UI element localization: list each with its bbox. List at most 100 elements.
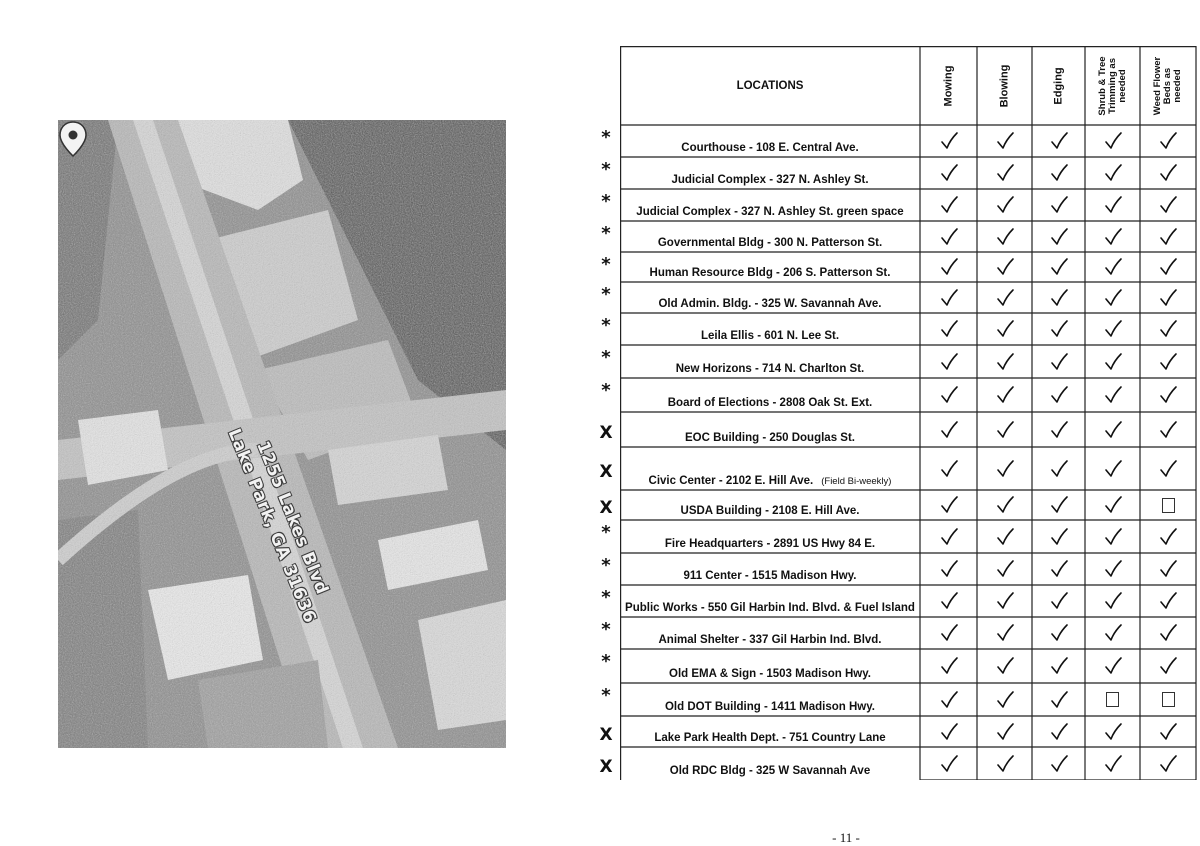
checkmark-icon (940, 288, 958, 306)
service-cell-shrub (1085, 345, 1140, 378)
location-name: Civic Center - 2102 E. Hill Ave. (648, 475, 814, 487)
checkmark-icon (940, 496, 958, 513)
checkmark-icon (940, 690, 958, 708)
location-name: Courthouse (681, 142, 746, 154)
asterisk-marker: * (601, 159, 611, 180)
location-text: Courthouse - 108 E. Central Ave. (681, 142, 858, 154)
location-name: Governmental Bldg - 300 N. Patterson St. (657, 237, 883, 249)
checkmark-icon (1104, 320, 1122, 337)
checkmark-icon (1050, 320, 1068, 337)
checkmark-icon (1160, 754, 1177, 772)
asterisk-marker: * (601, 619, 611, 640)
location-text: Board of Elections - 2808 Oak St. Ext. (668, 397, 873, 409)
service-cell-mowing (920, 189, 977, 221)
service-cell-weed (1140, 490, 1196, 520)
checkmark-icon (1160, 227, 1177, 245)
checkmark-icon (940, 196, 958, 213)
service-cell-blowing (977, 378, 1032, 412)
service-cell-weed (1140, 125, 1196, 157)
service-cell-edging (1032, 649, 1085, 683)
location-text: Governmental Bldg - 300 N. Patterson St. (658, 237, 882, 249)
service-cell-blowing (977, 617, 1032, 649)
service-cell-shrub (1085, 553, 1140, 585)
location-address: - 108 E. Central Ave. (745, 142, 859, 154)
checkmark-icon (1050, 386, 1068, 403)
checkmark-icon (996, 624, 1014, 641)
service-cell-mowing (920, 252, 977, 282)
checkmark-icon (1050, 196, 1068, 213)
locations-header: LOCATIONS (736, 79, 804, 92)
service-cell-edging (1032, 520, 1085, 553)
location-text: Judicial Complex - 327 N. Ashley St. (671, 174, 868, 186)
location-note: (Field Bi-weekly) (821, 476, 892, 487)
service-cell-blowing (977, 585, 1032, 617)
checkmark-icon (940, 459, 958, 477)
service-cell-blowing (977, 716, 1032, 747)
service-cell-edging (1032, 157, 1085, 189)
service-cell-blowing (977, 189, 1032, 221)
location-name: Lake Park Health Dept. - 751 Country Lan… (654, 732, 886, 744)
service-cell-mowing (920, 683, 977, 716)
checkmark-icon (1160, 352, 1177, 370)
service-cell-weed (1140, 585, 1196, 617)
asterisk-marker: * (601, 315, 611, 336)
checkmark-icon (996, 754, 1014, 772)
location-text: Human Resource Bldg - 206 S. Patterson S… (650, 267, 891, 279)
map-pin-icon (59, 121, 87, 158)
service-cell-weed (1140, 716, 1196, 747)
service-cell-weed (1140, 313, 1196, 345)
table-grid-lines (620, 46, 1197, 780)
location-text: USDA Building - 2108 E. Hill Ave. (681, 505, 860, 517)
location-cell: Old Admin. Bldg. - 325 W. Savannah Ave. (620, 282, 920, 313)
asterisk-marker: * (601, 555, 611, 576)
service-cell-shrub (1085, 157, 1140, 189)
checkmark-icon (1104, 527, 1122, 545)
location-cell: Governmental Bldg - 300 N. Patterson St. (620, 221, 920, 252)
checkmark-icon (1160, 420, 1177, 438)
checkmark-icon (1050, 754, 1068, 772)
checkmark-icon (996, 420, 1014, 438)
checkmark-icon (996, 560, 1014, 577)
service-cell-edging (1032, 585, 1085, 617)
service-cell-edging (1032, 490, 1085, 520)
service-cell-edging (1032, 221, 1085, 252)
location-name: USDA Building - 2108 E. Hill Ave. (680, 505, 860, 517)
checkmark-icon (1160, 164, 1177, 181)
asterisk-marker: * (601, 685, 611, 706)
checkmark-icon (1050, 496, 1068, 513)
location-cell: Judicial Complex - 327 N. Ashley St. gre… (620, 189, 920, 221)
checkmark-icon (1104, 722, 1122, 740)
location-name: Leila Ellis - 601 N. Lee St. (700, 330, 840, 342)
location-text: Old EMA & Sign - 1503 Madison Hwy. (669, 668, 871, 680)
service-cell-weed (1140, 447, 1196, 490)
service-cell-blowing (977, 520, 1032, 553)
aerial-photo (58, 120, 506, 748)
asterisk-marker: * (601, 651, 611, 672)
checkmark-icon (1104, 258, 1122, 275)
checkmark-icon (1104, 352, 1122, 370)
checkmark-icon (1160, 132, 1177, 149)
checkmark-icon (1050, 258, 1068, 275)
checkmark-icon (996, 690, 1014, 708)
location-name: Old EMA & Sign - 1503 Madison Hwy. (669, 668, 871, 680)
asterisk-marker: * (601, 587, 611, 608)
service-cell-edging (1032, 617, 1085, 649)
service-cell-blowing (977, 747, 1032, 780)
location-cell: Public Works - 550 Gil Harbin Ind. Blvd.… (620, 585, 920, 617)
location-cell: USDA Building - 2108 E. Hill Ave. (620, 490, 920, 520)
checkmark-icon (996, 227, 1014, 245)
checkmark-icon (996, 258, 1014, 275)
service-cell-mowing (920, 617, 977, 649)
service-cell-weed (1140, 282, 1196, 313)
checkmark-icon (1104, 227, 1122, 245)
x-marker: X (599, 461, 613, 482)
checkmark-icon (996, 722, 1014, 740)
service-cell-blowing (977, 157, 1032, 189)
aerial-map: 1255 Lakes Blvd Lake Park, GA 31636 (58, 120, 506, 748)
service-cell-mowing (920, 345, 977, 378)
location-cell: Leila Ellis - 601 N. Lee St. (620, 313, 920, 345)
location-name: Old RDC Bldg - 325 W Savannah Ave (669, 765, 871, 777)
checkmark-icon (996, 320, 1014, 337)
service-cell-mowing (920, 313, 977, 345)
